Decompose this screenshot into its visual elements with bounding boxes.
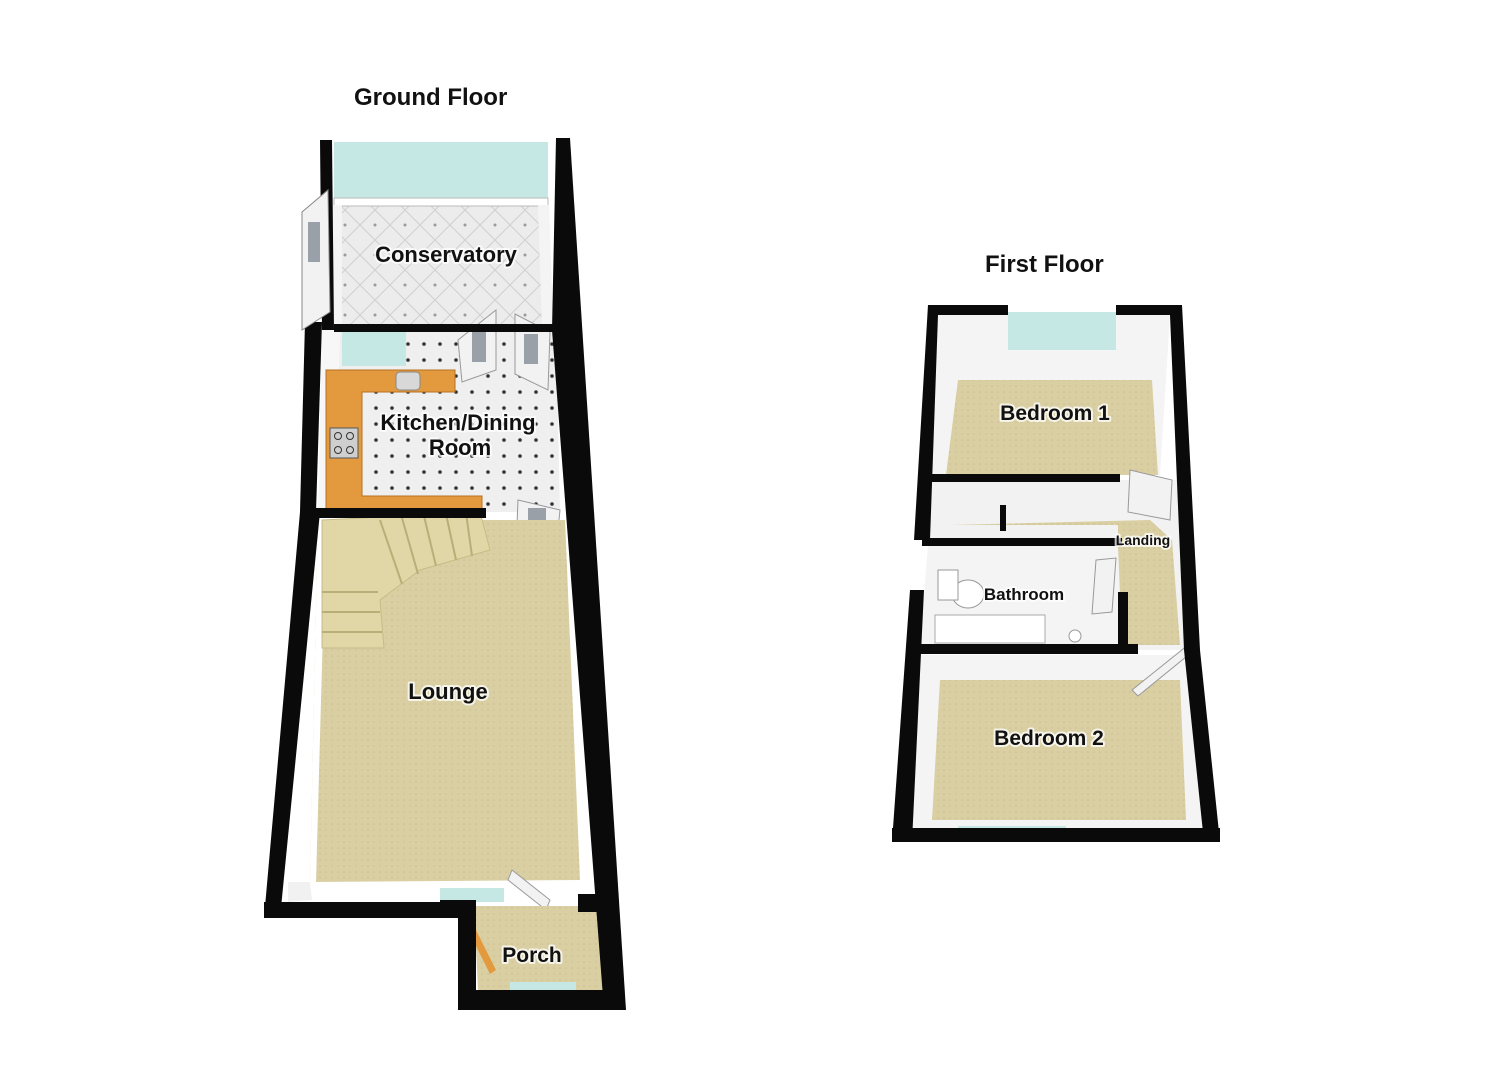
lounge-window — [440, 888, 504, 902]
conservatory-floor — [330, 205, 553, 328]
lounge-room — [288, 511, 580, 911]
bedroom1-window — [1008, 312, 1116, 350]
kitchen-label-line1: Kitchen/Dining — [380, 410, 535, 435]
cistern-icon — [937, 569, 959, 601]
porch-window — [510, 982, 576, 990]
porch-label: Porch — [502, 944, 562, 967]
conservatory-wall-top — [333, 197, 549, 207]
ground-floor-plan — [264, 138, 626, 1010]
kitchen-label-line2: Room — [429, 435, 491, 460]
bedroom1-floor — [946, 380, 1158, 475]
conservatory-glass-wall — [334, 142, 548, 200]
bathroom-door — [1091, 557, 1117, 615]
lounge-bottom-wall-face — [288, 882, 312, 902]
conservatory-room — [330, 142, 553, 328]
kitchen-window — [342, 330, 406, 366]
door-glass-icon — [472, 332, 486, 362]
landing-label: Landing — [1116, 532, 1170, 548]
staircase — [321, 511, 491, 649]
first-floor-plan — [892, 305, 1220, 842]
bath-icon — [934, 614, 1046, 644]
lounge-label: Lounge — [408, 679, 487, 704]
first-floor-title: First Floor — [985, 251, 1104, 278]
bedroom1-label: Bedroom 1 — [1000, 402, 1110, 425]
landing-door — [1127, 469, 1173, 521]
porch-floor — [474, 906, 604, 990]
ground-floor-title: Ground Floor — [354, 84, 508, 111]
door-glass-icon — [308, 222, 320, 262]
sink-icon — [395, 371, 421, 391]
hob-icon — [329, 427, 359, 459]
bedroom2-label: Bedroom 2 — [994, 727, 1104, 750]
conservatory-right-wall — [538, 205, 553, 328]
conservatory-label: Conservatory — [375, 242, 518, 267]
bedroom2-floor — [932, 680, 1186, 820]
first-floor-walls — [892, 305, 1220, 842]
door-glass-icon — [524, 334, 538, 364]
basin-icon — [1068, 629, 1082, 643]
bathroom-label: Bathroom — [984, 585, 1064, 604]
